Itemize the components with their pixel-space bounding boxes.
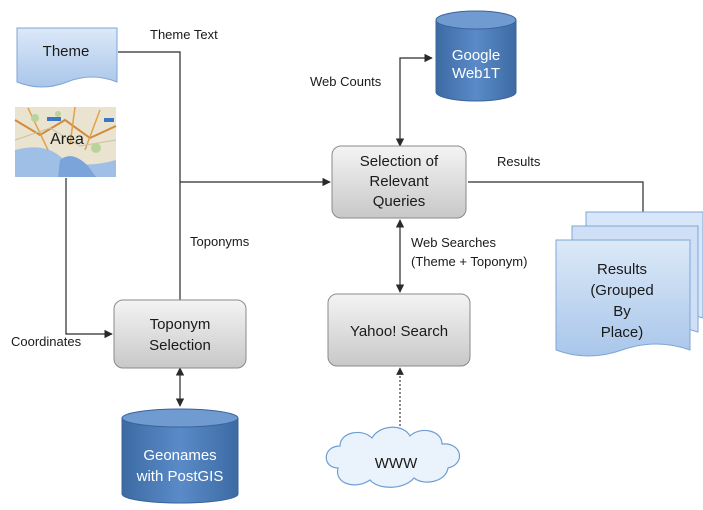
results-doc-label-4: Place)	[601, 324, 644, 341]
geonames-label-2: with PostGIS	[136, 468, 224, 485]
web-counts-arrow	[395, 53, 433, 147]
www-label: WWW	[375, 455, 418, 472]
google-web1t-database: Google Web1T	[435, 10, 517, 102]
toponym-selection-label-1: Toponym	[150, 316, 211, 333]
selection-of-relevant-queries-box: Selection of Relevant Queries	[331, 145, 467, 219]
selection-label-2: Relevant	[369, 173, 429, 190]
results-documents: Results (Grouped By Place)	[555, 211, 703, 357]
coordinates-label: Coordinates	[11, 334, 82, 349]
web-searches-label-1: Web Searches	[411, 235, 497, 250]
toponym-selection-box: Toponym Selection	[113, 299, 247, 369]
www-cloud: WWW	[325, 426, 460, 488]
results-doc-label-2: (Grouped	[590, 282, 653, 299]
results-doc-label-3: By	[613, 303, 631, 320]
web-searches-label-2: (Theme + Toponym)	[411, 254, 527, 269]
results-doc-label-1: Results	[597, 261, 647, 278]
geonames-label-1: Geonames	[143, 447, 216, 464]
theme-text-label: Theme Text	[150, 27, 218, 42]
yahoo-label: Yahoo! Search	[350, 323, 448, 340]
geonames-database: Geonames with PostGIS	[121, 408, 239, 504]
web-counts-label: Web Counts	[310, 74, 382, 89]
theme-document: Theme	[16, 27, 118, 88]
google-label-1: Google	[452, 47, 500, 64]
results-arrow	[468, 181, 648, 221]
coordinates-arrow	[65, 178, 113, 339]
area-label: Area	[50, 131, 84, 148]
yahoo-search-box: Yahoo! Search	[327, 293, 471, 367]
selection-label-1: Selection of	[360, 153, 439, 170]
toponyms-label: Toponyms	[190, 234, 250, 249]
selection-label-3: Queries	[373, 193, 426, 210]
results-edge-label: Results	[497, 154, 541, 169]
toponym-selection-label-2: Selection	[149, 337, 211, 354]
google-label-2: Web1T	[452, 65, 500, 82]
theme-label: Theme	[43, 43, 90, 60]
area-map-image: Area	[14, 106, 117, 177]
theme-text-connector	[118, 51, 181, 182]
